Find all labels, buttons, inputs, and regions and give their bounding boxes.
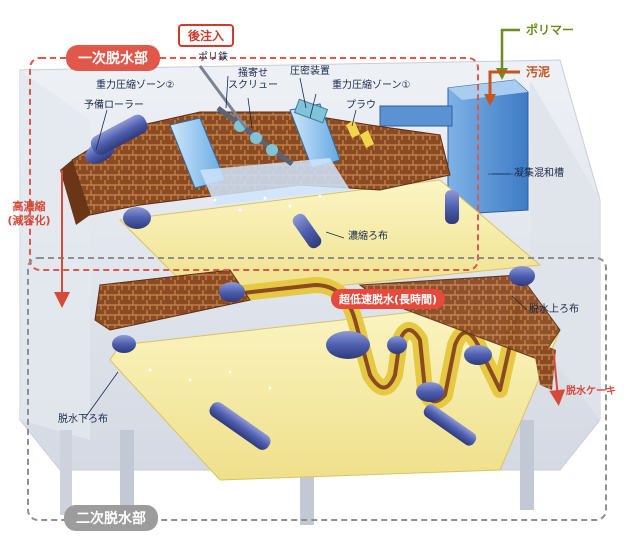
cake-discharge-arrow (549, 355, 566, 406)
flocculation-tank-label: 凝集混和槽 (514, 168, 564, 179)
lower-cloth-label: 脱水下ろ布 (58, 414, 108, 425)
ultra-low-speed-dewatering-belt (224, 277, 528, 410)
rollers (85, 114, 535, 450)
secondary-dewatering-zone-label: 二次脱水部 (64, 505, 158, 531)
upper-cloth-label: 脱水上ろ布 (529, 304, 579, 315)
post-injection-label: 後注入 (178, 24, 235, 47)
volume-reduction-text: (減容化) (7, 213, 51, 227)
dewatered-cake-discharge (532, 340, 556, 390)
dewatered-cake-label: 脱水ケーキ (566, 386, 616, 397)
plow-label: プラウ (346, 100, 376, 111)
gathering-screw-label-1: 掻寄せ (238, 68, 268, 79)
polymer-label: ポリマー (526, 23, 575, 37)
primary-dewatering-zone-label: 一次脱水部 (66, 45, 160, 71)
high-concentration-label: 高濃縮 (減容化) (2, 200, 56, 228)
primary-zone-border (29, 57, 479, 271)
gravity-zone-2-label: 重力圧縮ゾーン② (96, 80, 175, 91)
primary-sludge-bed (60, 111, 451, 225)
poly-iron-label: ポリ鉄 (198, 52, 228, 63)
pre-roller-label: 予備ローラー (84, 100, 144, 111)
sludge-label: 汚泥 (526, 65, 551, 79)
flocculation-tank (379, 79, 529, 215)
sludge-feed-pipe (484, 70, 520, 106)
compaction-device-label: 圧密装置 (290, 66, 330, 77)
filtrate-drops (148, 194, 322, 390)
gravity-zone-1-label: 重力圧縮ゾーン① (332, 80, 411, 91)
leader-lines (84, 75, 528, 419)
gathering-screw-label-2: スクリュー (228, 80, 278, 91)
thickening-cloth-label: 濃縮ろ布 (348, 231, 388, 242)
poly-iron-pipe (198, 65, 248, 129)
secondary-zone-border (27, 257, 607, 521)
high-concentration-text: 高濃縮 (12, 200, 46, 213)
ultra-low-speed-label: 超低速脱水(長時間) (331, 289, 446, 309)
plow (346, 120, 374, 148)
